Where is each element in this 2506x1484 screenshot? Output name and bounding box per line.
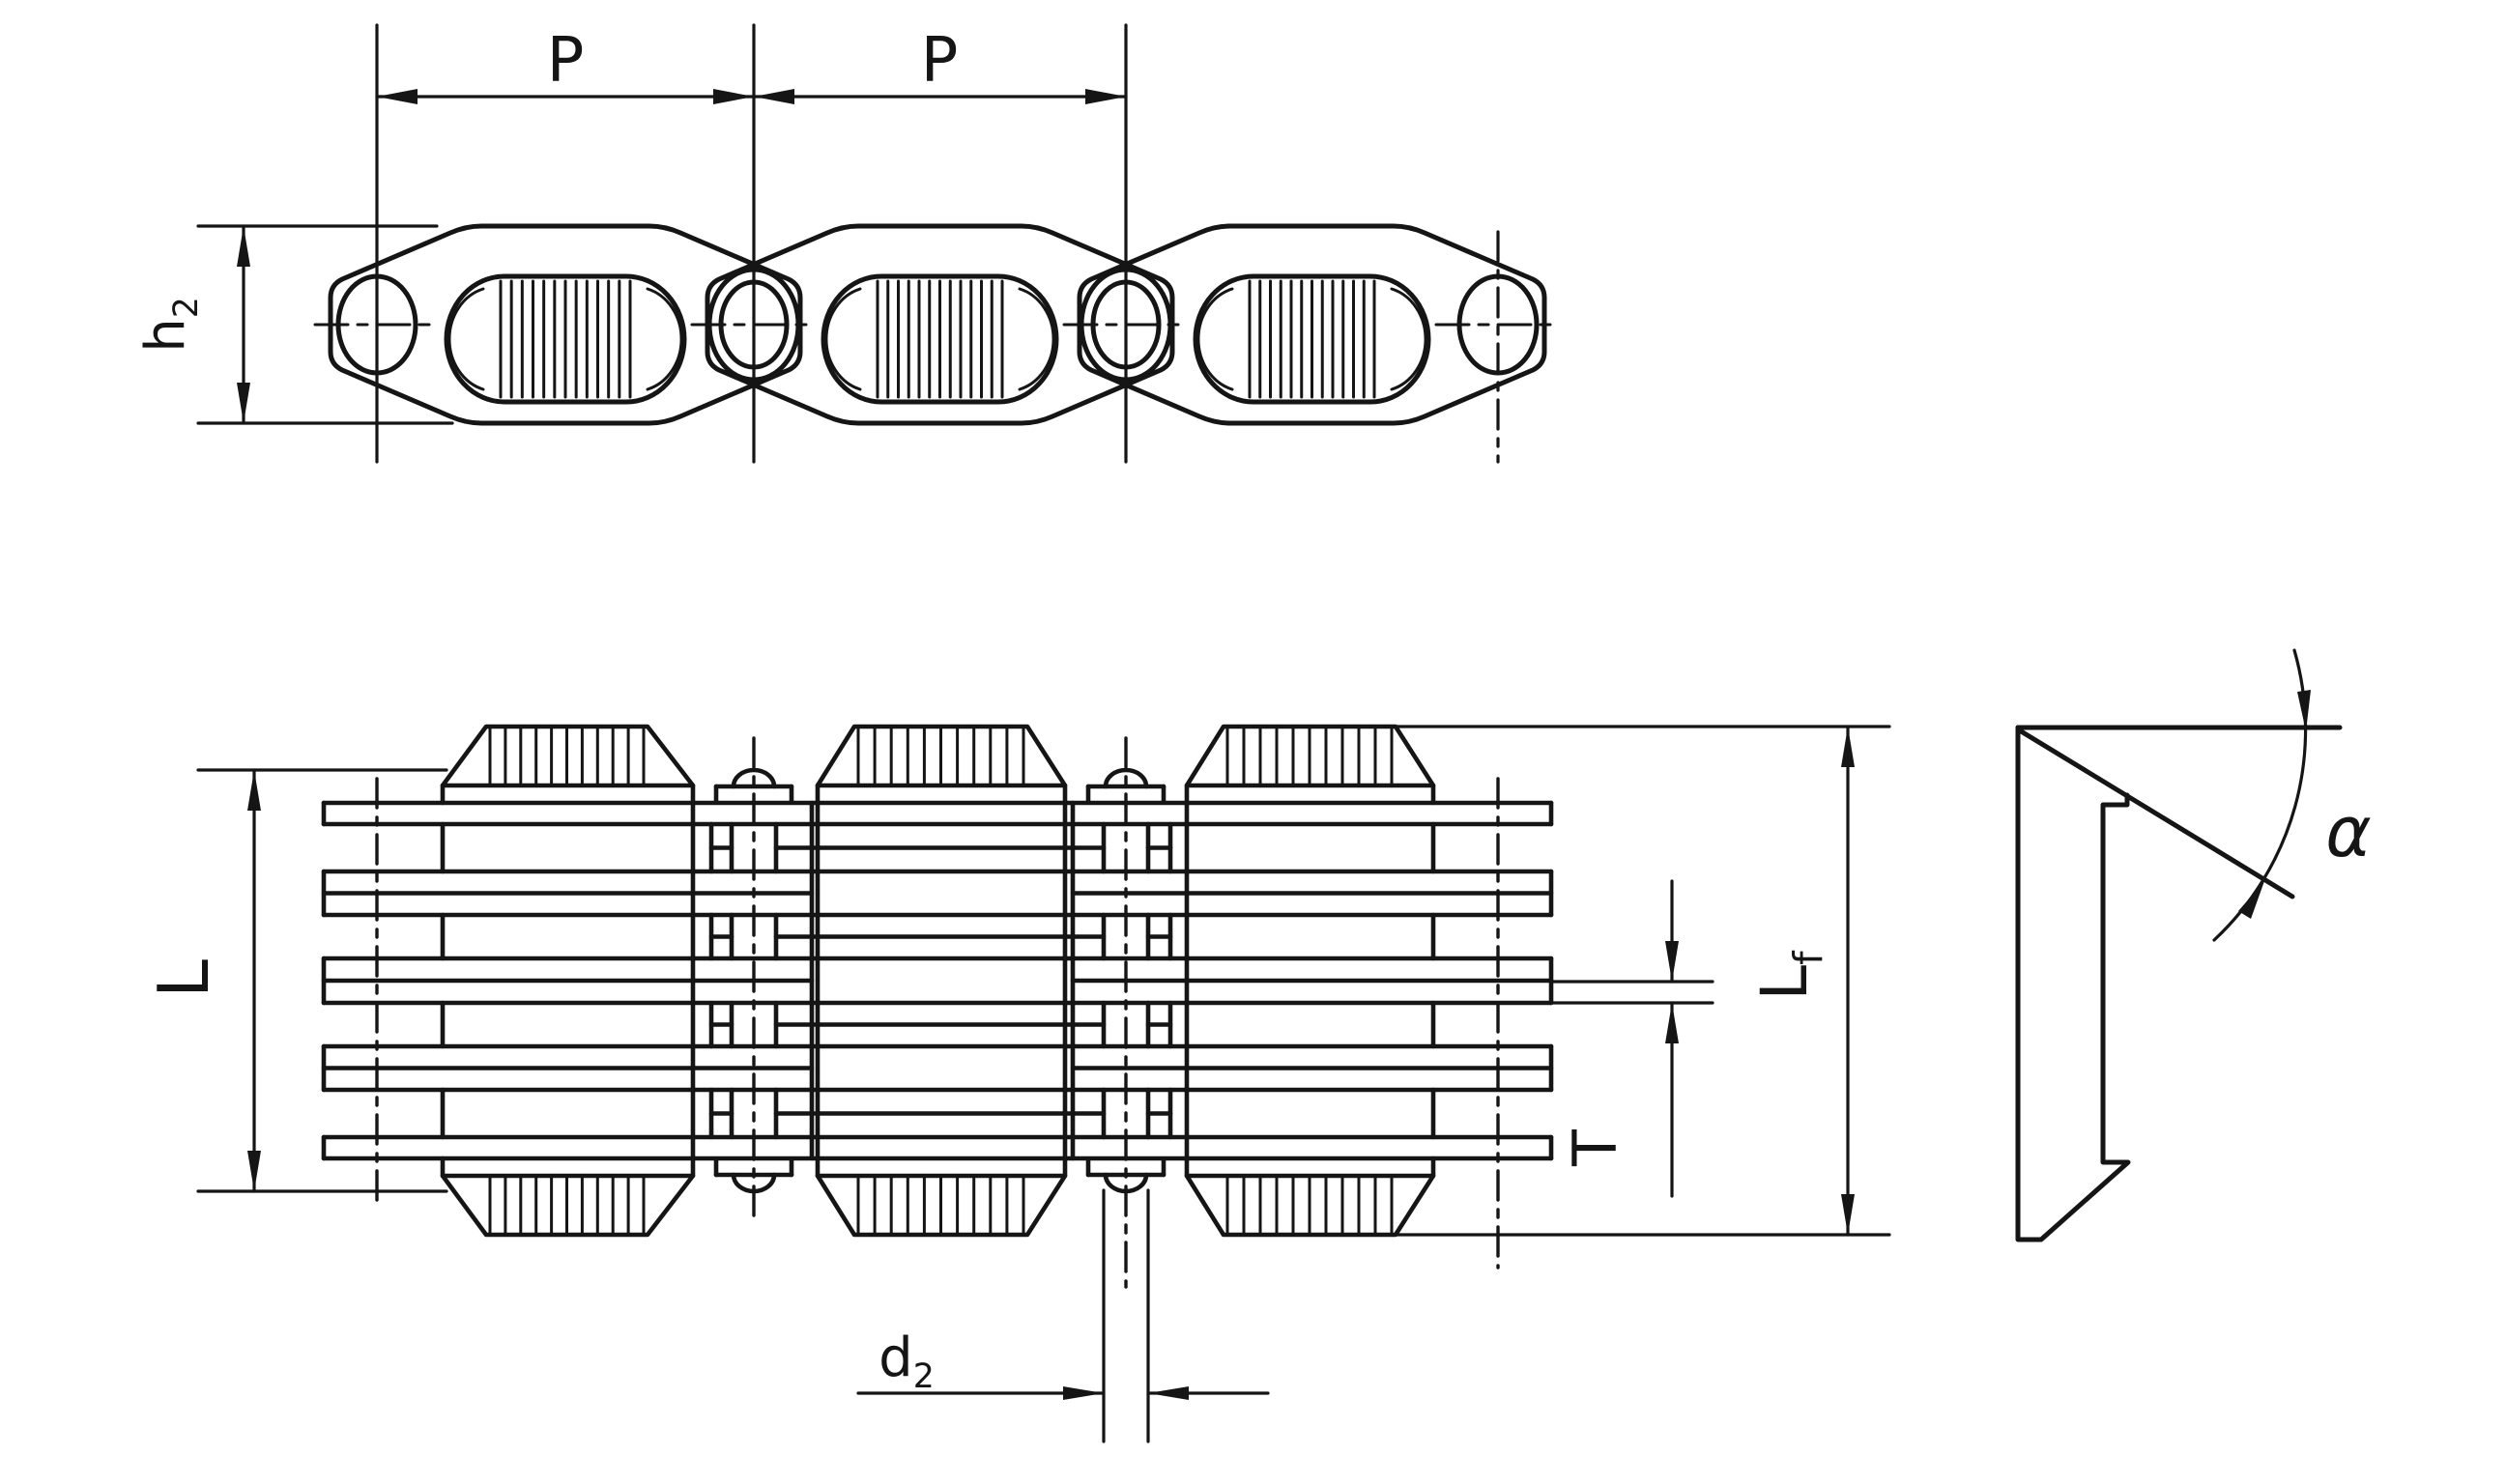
pin-head-dome [731,767,777,789]
pin-diameter-dimension: d2 [856,1188,1270,1443]
arrowhead [713,89,754,104]
rocker-curve [646,287,683,391]
arrowhead [2238,881,2264,919]
plan-view: L Lf T d2 [143,724,1891,1443]
plate-thickness-label: T [1560,1128,1630,1167]
arrowhead [237,383,250,423]
pitch-dimensions: P P [375,23,1500,464]
rocker-curve [1390,287,1427,391]
guide-plate-bottom [440,1173,696,1238]
plate-height-dimension: h2 [134,224,454,425]
rocker-curve [1018,287,1055,391]
arrowhead [237,226,250,267]
arrowhead [247,770,261,811]
profile-angle-label: α [2325,791,2371,872]
guide-plate-top [440,724,696,788]
link-plate [328,223,803,426]
arrowhead [754,89,794,104]
pin-centerlines [375,736,1500,1289]
arrowhead [1665,1003,1679,1043]
stack-width-dimension: L [143,768,448,1193]
plate-stack-rows [321,800,1554,1161]
rocker-curve [447,287,485,391]
rocker-curve [1196,287,1234,391]
arrowhead [2297,690,2311,731]
tooth-face-line [2015,727,2295,899]
window-stadium [1193,273,1431,405]
pitch-label-right: P [921,25,959,97]
guide-plate-bottom [815,1173,1068,1238]
pitch-label-left: P [547,25,585,97]
plate-thickness-dimension: T [1551,879,1714,1198]
overall-width-dimension: Lf [1394,725,1891,1237]
rocker-curve [824,287,862,391]
link-plates [328,223,1547,426]
tooth-lacing-windows [444,273,1431,405]
arrowhead [1063,1386,1104,1400]
joint-pins [313,267,1562,383]
arrowhead [1841,727,1855,767]
arrowhead [247,1151,261,1191]
guide-plate-top [815,724,1068,788]
arrowhead [1841,1194,1855,1235]
window-stadium [444,273,687,405]
arrowhead [1148,1386,1189,1400]
plate-profile-view: α [2015,648,2372,1242]
plate-height-label: h2 [134,297,206,353]
side-view: P P h2 [134,23,1562,464]
link-plate [1077,223,1547,426]
pin-head-dome [1103,767,1149,789]
plate-profile-outline [2015,725,2131,1242]
link-plate [705,223,1175,426]
window-stadium [821,273,1059,405]
stack-width-label: L [143,959,224,998]
pin-diameter-label: d2 [879,1327,935,1396]
arrowhead [1085,89,1126,104]
arrowhead [1665,941,1679,982]
guide-plates [440,724,1436,1238]
overall-width-label: Lf [1747,950,1831,1001]
arrowhead [377,89,418,104]
